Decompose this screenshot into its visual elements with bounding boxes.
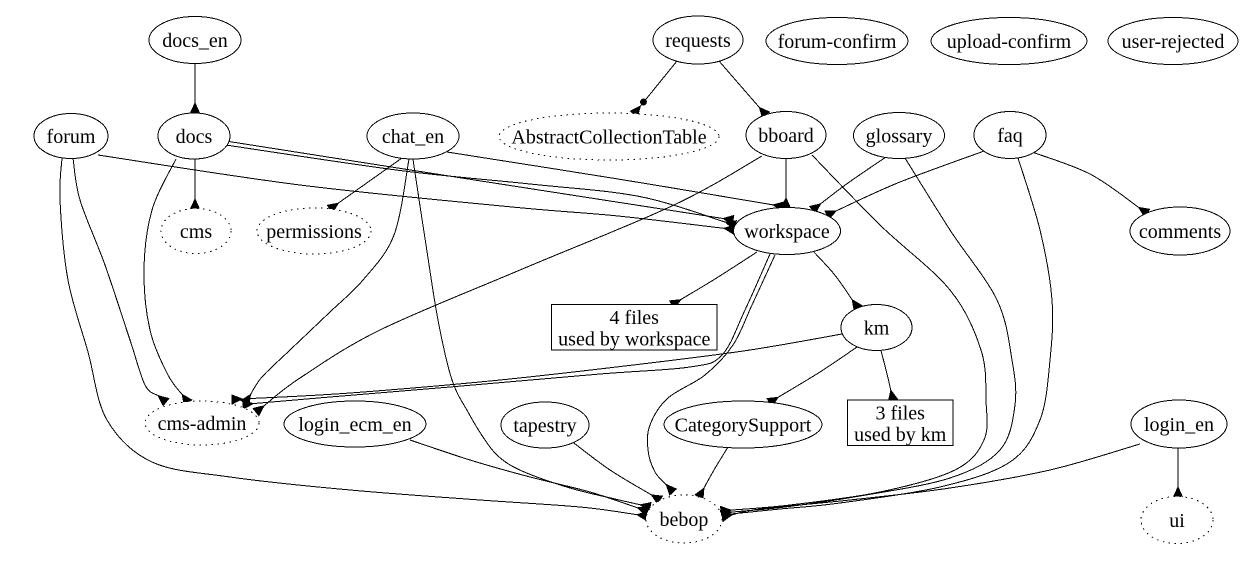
svg-text:permissions: permissions <box>266 221 362 243</box>
svg-text:cms-admin: cms-admin <box>158 413 247 435</box>
svg-text:workspace: workspace <box>744 221 830 243</box>
svg-text:faq: faq <box>997 125 1023 147</box>
svg-text:km: km <box>864 318 890 340</box>
svg-text:upload-confirm: upload-confirm <box>947 31 1072 53</box>
svg-text:docs: docs <box>176 126 213 148</box>
svg-text:ui: ui <box>1169 510 1185 532</box>
svg-text:3 files: 3 files <box>876 403 926 425</box>
svg-text:login_ecm_en: login_ecm_en <box>298 414 411 436</box>
svg-text:glossary: glossary <box>866 126 933 148</box>
svg-text:bboard: bboard <box>758 125 814 147</box>
svg-text:requests: requests <box>665 30 731 52</box>
svg-text:docs_en: docs_en <box>162 30 228 52</box>
svg-text:forum-confirm: forum-confirm <box>778 31 897 53</box>
svg-text:AbstractCollectionTable: AbstractCollectionTable <box>511 127 706 149</box>
svg-text:bebop: bebop <box>660 509 709 531</box>
svg-text:CategorySupport: CategorySupport <box>675 415 812 437</box>
svg-text:comments: comments <box>1139 221 1221 243</box>
svg-text:login_en: login_en <box>1144 414 1214 436</box>
svg-text:cms: cms <box>180 221 212 243</box>
svg-text:forum: forum <box>47 126 96 148</box>
svg-text:user-rejected: user-rejected <box>1122 31 1225 53</box>
svg-text:used by workspace: used by workspace <box>558 329 710 351</box>
svg-text:4 files: 4 files <box>610 307 660 329</box>
svg-text:used by km: used by km <box>854 424 947 446</box>
svg-text:tapestry: tapestry <box>513 415 576 437</box>
svg-text:chat_en: chat_en <box>382 126 444 148</box>
